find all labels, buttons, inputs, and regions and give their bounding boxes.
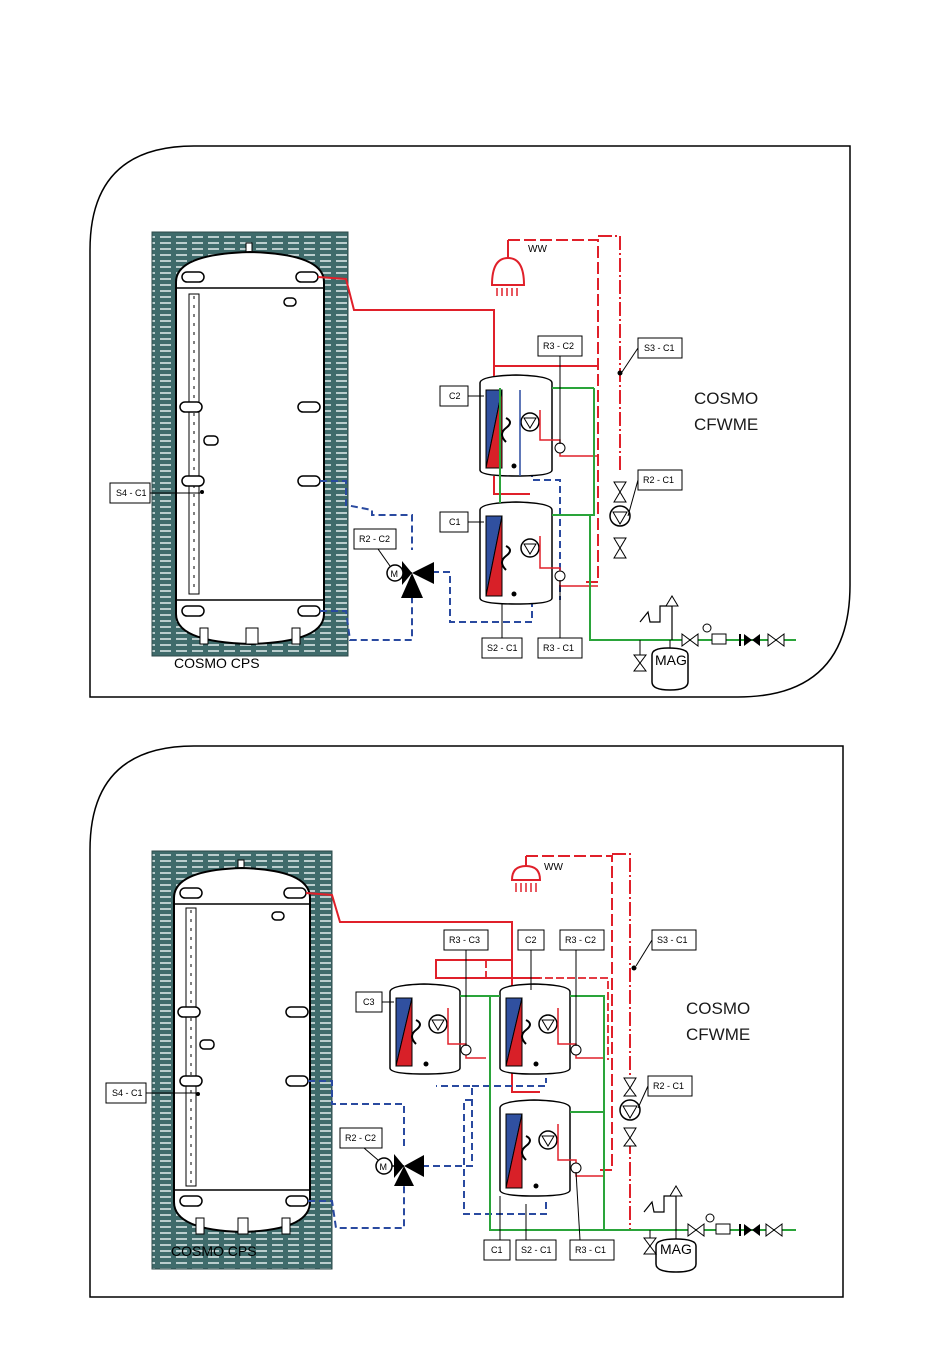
svg-text:R3 - C3: R3 - C3: [449, 935, 480, 945]
sensor-label-c2: C2: [440, 386, 484, 406]
station-name-line-2: CFWME: [694, 415, 758, 434]
svg-text:R2 - C2: R2 - C2: [359, 534, 390, 544]
station-name-line-1: COSMO: [694, 389, 758, 408]
svg-text:R3 - C2: R3 - C2: [565, 935, 596, 945]
svg-text:C2: C2: [449, 391, 461, 401]
svg-text:R2 - C1: R2 - C1: [643, 475, 674, 485]
sensor-label-s2-c1: S2 - C1: [516, 1204, 556, 1260]
svg-text:C3: C3: [363, 997, 375, 1007]
svg-text:R2 - C2: R2 - C2: [345, 1133, 376, 1143]
sensor-label-s3-c1: S3 - C1: [636, 930, 696, 966]
tank-name-label: COSMO CPS: [171, 1243, 257, 1259]
svg-text:R3 - C1: R3 - C1: [543, 643, 574, 653]
sensor-label-c1: C1: [484, 1196, 510, 1260]
panel-single-station: COSMO CPS M WW: [90, 146, 850, 697]
hot-water-outlet-icon: [492, 240, 524, 296]
sensor-label-s2-c1: S2 - C1: [482, 604, 522, 658]
sensor-label-r2-c2: R2 - C2: [340, 1128, 382, 1160]
mixing-valve-icon: M: [387, 561, 434, 598]
circulation-pump-icon: [610, 482, 630, 558]
station-module-c1: [480, 476, 598, 604]
svg-text:C2: C2: [525, 935, 537, 945]
sensor-label-r3-c1: R3 - C1: [570, 1172, 614, 1260]
cold-water-inlet-fittings-icon: [688, 1214, 782, 1236]
mixing-valve-icon: M: [376, 1154, 424, 1186]
svg-text:S4 - C1: S4 - C1: [116, 488, 147, 498]
svg-text:M: M: [380, 1162, 388, 1172]
buffer-tank: [152, 232, 348, 656]
sensor-label-c3: C3: [356, 992, 394, 1012]
station-module-c3: [390, 984, 486, 1074]
sensor-label-r2-c1: R2 - C1: [638, 1076, 692, 1108]
buffer-tank: [152, 851, 332, 1269]
station-name-line-1: COSMO: [686, 999, 750, 1018]
sensor-label-c1: C1: [440, 512, 484, 532]
sensor-label-c2: C2: [518, 930, 544, 990]
station-name-line-2: CFWME: [686, 1025, 750, 1044]
panel-cascade-station: COSMO CPS M WW: [90, 746, 843, 1297]
svg-text:R2 - C1: R2 - C1: [653, 1081, 684, 1091]
svg-text:M: M: [391, 569, 399, 579]
svg-text:S2 - C1: S2 - C1: [487, 643, 518, 653]
mag-label: MAG: [655, 652, 687, 668]
station-module-c1: [500, 1100, 604, 1196]
svg-text:S2 - C1: S2 - C1: [521, 1245, 552, 1255]
circulation-pump-icon: [620, 1078, 640, 1146]
svg-text:S3 - C1: S3 - C1: [657, 935, 688, 945]
sensor-label-r2-c2: R2 - C2: [354, 529, 396, 566]
svg-text:R3 - C1: R3 - C1: [575, 1245, 606, 1255]
mag-label: MAG: [660, 1241, 692, 1257]
svg-text:S3 - C1: S3 - C1: [644, 343, 675, 353]
hot-water-label: WW: [544, 862, 563, 873]
station-module-c2: [480, 366, 598, 476]
svg-text:S4 - C1: S4 - C1: [112, 1088, 143, 1098]
station-module-c2: [500, 984, 604, 1074]
tank-name-label: COSMO CPS: [174, 655, 260, 671]
sensor-label-s3-c1: S3 - C1: [622, 338, 682, 372]
svg-text:C1: C1: [449, 517, 461, 527]
hot-water-label: WW: [528, 244, 547, 255]
hot-water-outlet-icon: [512, 856, 540, 892]
cold-water-inlet-fittings-icon: [682, 624, 784, 646]
svg-text:R3 - C2: R3 - C2: [543, 341, 574, 351]
sensor-label-r2-c1: R2 - C1: [628, 470, 682, 516]
expansion-vessel-icon: [634, 596, 688, 690]
svg-text:C1: C1: [491, 1245, 503, 1255]
